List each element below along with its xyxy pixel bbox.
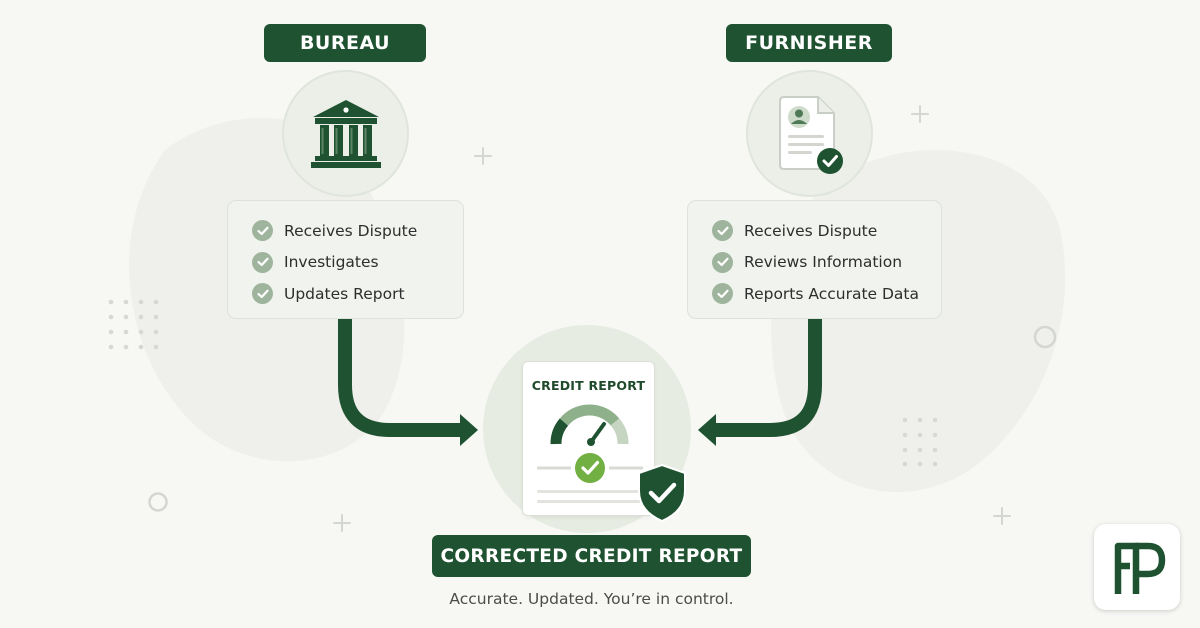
credit-report-document: CREDIT REPORT xyxy=(522,361,655,516)
step-label: Reports Accurate Data xyxy=(744,284,920,303)
list-item: Reports Accurate Data xyxy=(712,278,941,310)
brand-logo xyxy=(1094,524,1180,610)
report-title: CREDIT REPORT xyxy=(531,378,646,393)
check-icon xyxy=(712,251,733,273)
bank-building-icon xyxy=(310,99,381,168)
bureau-steps-card: Receives Dispute Investigates Updates Re… xyxy=(227,200,464,319)
check-icon xyxy=(712,220,733,242)
fp-monogram-logo xyxy=(1114,542,1166,594)
tagline: Accurate. Updated. You’re in control. xyxy=(449,590,734,608)
step-label: Investigates xyxy=(284,253,379,272)
list-item: Investigates xyxy=(252,247,463,279)
arrow-bureau-to-report xyxy=(338,319,465,437)
ring-decor xyxy=(148,325,1057,512)
list-item: Receives Dispute xyxy=(252,215,463,247)
document-person-check-icon xyxy=(778,95,843,174)
step-label: Receives Dispute xyxy=(744,221,878,240)
furnisher-steps-card: Receives Dispute Reviews Information Rep… xyxy=(687,200,942,319)
step-label: Updates Report xyxy=(284,284,405,303)
gauge-icon xyxy=(537,404,643,503)
check-icon xyxy=(252,283,273,305)
list-item: Reviews Information xyxy=(712,247,941,279)
dot-grid-right xyxy=(902,417,938,467)
bureau-label: BUREAU xyxy=(264,24,426,62)
arrow-furnisher-to-report xyxy=(712,319,822,437)
check-icon xyxy=(252,220,273,242)
arrow-head-right xyxy=(698,414,716,446)
step-label: Receives Dispute xyxy=(284,221,418,240)
list-item: Receives Dispute xyxy=(712,215,941,247)
corrected-report-label: CORRECTED CREDIT REPORT xyxy=(432,535,751,577)
dot-grid-left xyxy=(108,299,159,350)
check-icon xyxy=(712,283,733,305)
arrow-head-left xyxy=(460,414,478,446)
list-item: Updates Report xyxy=(252,278,463,310)
furnisher-icon-circle xyxy=(746,70,873,197)
check-icon xyxy=(252,251,273,273)
step-label: Reviews Information xyxy=(744,253,903,272)
furnisher-label: FURNISHER xyxy=(726,24,892,62)
plus-decor xyxy=(333,105,1011,532)
shield-check-icon xyxy=(638,463,686,523)
bureau-icon-circle xyxy=(282,70,409,197)
